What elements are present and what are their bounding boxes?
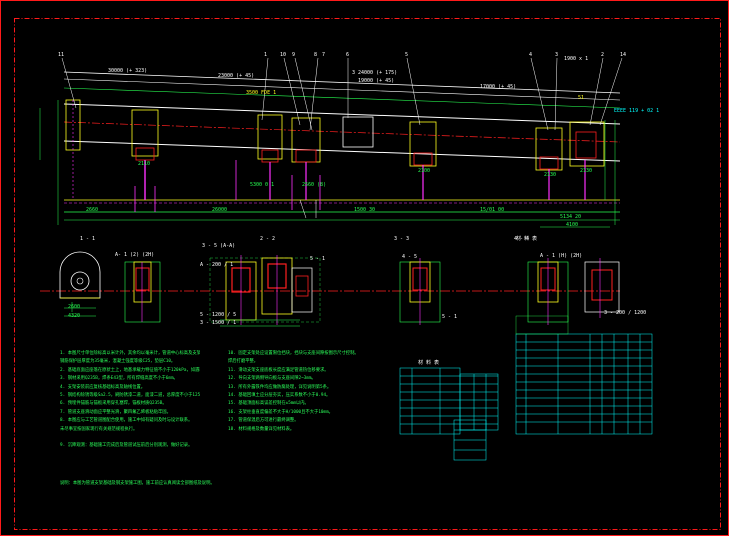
note-line: 15. 基础顶面标高误差控制在±5mm以内。 <box>228 401 309 407</box>
note-line: 9. 沉降观测：基础施工完成后及管道试压前后分别观测，做好记录。 <box>60 443 193 449</box>
support-4 <box>291 117 321 210</box>
support-3 <box>235 114 283 200</box>
section-2-dim-3: 3 - 1500 / 1 <box>200 320 237 326</box>
section-4-dim: 3 - 200 / 1200 <box>604 310 647 316</box>
note-line: 12. 导向支架两侧导向板与支座间隙2~3mm。 <box>228 376 316 382</box>
dim-bottom-4: 15/01 00 <box>480 207 505 213</box>
section-1-1 <box>59 251 161 323</box>
mid-label-8: 51 <box>578 95 585 101</box>
section-4-4 <box>527 258 620 325</box>
callout-6: 7 <box>322 52 326 58</box>
section-2-dim-1: A - 200 / 1 <box>200 262 234 268</box>
callout-1: 11 <box>58 52 65 58</box>
support-7 <box>569 121 605 200</box>
support-1 <box>65 99 81 200</box>
dim-bottom-3: 1500 30 <box>354 207 376 213</box>
support-6 <box>535 127 563 200</box>
note-line: 17. 管道保温后方可进行最终调整。 <box>228 418 299 424</box>
note-line: 6. 预埋件锚筋与锚板采用穿孔塞焊，锚板材质Q235B。 <box>60 401 167 407</box>
section-3-dim: 5 - 1 <box>442 314 458 320</box>
notes-left: 1. 本图尺寸单位除标高以米计外，其余均以毫米计，管道中心标高及支架位置见总图。… <box>60 350 200 451</box>
note-line <box>60 434 200 442</box>
section-3-3 <box>399 258 441 325</box>
tag-3: 3 - 3 <box>394 236 410 242</box>
note-line: 4. 支架安装前应复核基础标高及轴线位置。 <box>60 384 146 390</box>
mid-label-7: 2130 <box>580 168 593 174</box>
note-line: 13. 所有外露铁件均应做防腐处理，详见说明第5条。 <box>228 384 332 390</box>
dim-bottom-6: 4100 <box>566 222 579 228</box>
mid-label-4: 2130 <box>544 172 557 178</box>
dim-top-3: 3 24000 (+ 175) <box>352 70 398 76</box>
callout-3: 10 <box>280 52 287 58</box>
section-2-label: 3 - 5 (A-A) <box>202 243 236 249</box>
note-line: 10. 固定支架处应设置限位挡块，挡块与支座间隙按图示尺寸控制。 <box>228 351 359 356</box>
section-2-dim-4: 5 - 1 <box>310 256 326 262</box>
tag-2: 2 - 2 <box>260 236 276 242</box>
inner-frame <box>14 18 721 530</box>
note-line: 5. 钢结构除锈等级Sa2.5，刷防锈漆二道，面漆二道，总厚度不小于125μm。 <box>60 392 200 398</box>
note-line: 焊后打磨平整。 <box>228 359 259 365</box>
callout-10: 3 <box>555 52 559 58</box>
section-4-label: A - 1 (H) (2H) <box>540 253 583 259</box>
tag-4: 4 - 4 <box>514 236 530 242</box>
note-line: 1. 本图尺寸单位除标高以米计外，其余均以毫米计，管道中心标高及支架位置见总图。 <box>60 351 200 356</box>
note-line: 3. 钢材采用Q235B，焊条E43型，所有焊缝高度不小于6mm。 <box>60 376 178 382</box>
callout-2: 1 <box>264 52 268 58</box>
table-2-title: 材 料 表 <box>516 236 538 242</box>
tag-1: 1 - 1 <box>80 236 96 242</box>
callout-9: 4 <box>529 52 533 58</box>
section-2-dim-2: 5 - 1200 / 5 <box>200 312 237 318</box>
note-line: 2. 基础底面应座落在原状土上，地基承载力特征值不小于120kPa，如遇软弱土层… <box>60 367 200 373</box>
notes-mid: 10. 固定支架处应设置限位挡块，挡块与支座间隙按图示尺寸控制。 焊后打磨平整。… <box>228 350 378 434</box>
note-line: 16. 支架柱垂直度偏差不大于H/1000且不大于10mm。 <box>228 409 333 415</box>
note-line: 钢筋保护层厚度为35毫米，混凝土强度等级C25，垫层C10。 <box>60 359 176 365</box>
callout-12: 14 <box>620 52 627 58</box>
material-table-2 <box>515 333 653 435</box>
mid-label-2: 2110 <box>138 161 151 167</box>
dim-top-2: 23000 (+ 45) <box>218 73 255 79</box>
side-note: EEEE 119 + 02 1 <box>614 108 660 114</box>
dim-bottom-2: 26000 <box>212 207 228 213</box>
table-2-side <box>515 315 569 335</box>
callout-4: 9 <box>292 52 296 58</box>
bottom-note: 说明：本图为管道支架基础及钢支架施工图，施工前应认真阅读全部图纸及说明。 <box>60 481 215 486</box>
dim-bottom-5: 5134 20 <box>560 214 582 220</box>
dim-top-1: 30000 (+ 323) <box>108 68 148 74</box>
mid-label-1: 3500 FDE 1 <box>246 90 277 96</box>
elevation-view <box>39 57 623 228</box>
support-2 <box>131 109 159 212</box>
material-table-1 <box>399 367 499 461</box>
dim-top-5: 17000 (+ 45) <box>480 84 517 90</box>
note-line: 18. 材料规格及数量详见材料表。 <box>228 426 295 432</box>
mid-label-6: 2560 (8) <box>302 182 327 188</box>
section-2-2 <box>209 255 321 327</box>
mid-label-3: 2100 <box>418 168 431 174</box>
section-1-dim-1: 2600 <box>68 304 81 310</box>
note-line: 11. 滑动支架支座底板长度应满足管道热位移要求。 <box>228 367 329 373</box>
callout-8: 5 <box>405 52 409 58</box>
section-3-label: 4 - 5 <box>402 254 418 260</box>
callout-5: 8 <box>314 52 318 58</box>
dim-bottom-1: 2660 <box>86 207 99 213</box>
mid-label-5: 5300 0 1 <box>250 182 275 188</box>
section-1-dim-2: 4320 <box>68 313 81 319</box>
note-line: 14. 基础回填土应分层夯实，压实系数不小于0.94。 <box>228 392 331 398</box>
note-line: 未尽事宜按国家现行有关规范规程执行。 <box>60 426 138 432</box>
table-1-title: 材 料 表 <box>418 360 440 366</box>
callout-11: 2 <box>601 52 605 58</box>
dim-top-4: 19000 (+ 45) <box>358 78 395 84</box>
dim-top-6: 1900 x 1 <box>564 56 589 62</box>
note-line: 7. 管道支座滑动面应平整光滑，聚四氟乙烯板粘贴牢固。 <box>60 409 171 415</box>
section-1-label: A- 1 (2) (2H) <box>115 252 155 258</box>
support-5 <box>409 121 437 200</box>
note-line: 8. 本图应与工艺管道图配合使用，施工中如有疑问及时与设计联系。 <box>60 418 193 424</box>
callout-7: 6 <box>346 52 350 58</box>
